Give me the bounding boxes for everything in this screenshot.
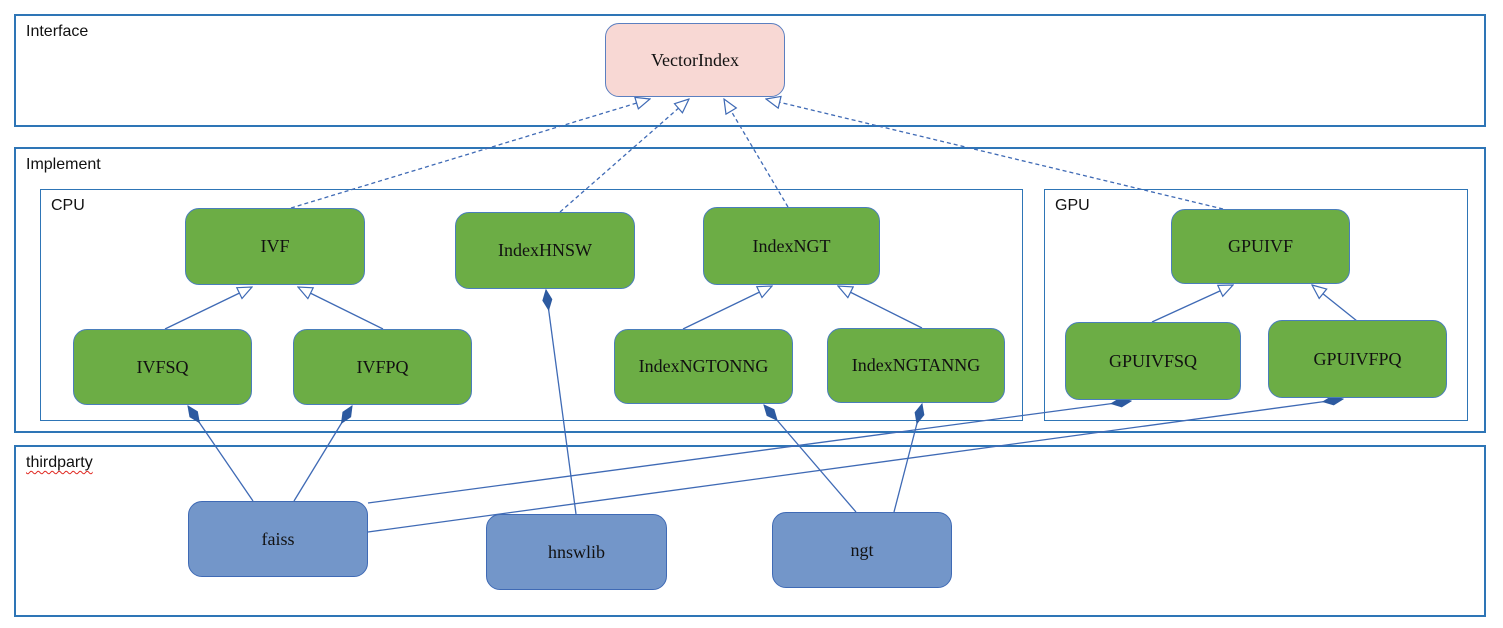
node-indexngtonng: IndexNGTONNG [614,329,793,404]
node-hnswlib-label: hnswlib [547,541,605,562]
node-vectorindex-label: VectorIndex [651,49,739,70]
node-ivf: IVF [185,208,365,285]
node-indexngtanng-label: IndexNGTANNG [851,355,981,375]
node-indexngt-label: IndexNGT [752,235,831,256]
node-gpuivfpq-label: GPUIVFPQ [1313,348,1402,369]
section-thirdparty-label: thirdparty [26,454,93,471]
node-indexhnsw: IndexHNSW [455,212,635,289]
node-indexngtonng-label: IndexNGTONNG [638,356,769,376]
section-cpu-label: CPU [51,197,85,214]
node-ngt-label: ngt [850,539,874,560]
node-ivfpq-label: IVFPQ [356,356,409,377]
node-ivfpq: IVFPQ [293,329,472,405]
node-gpuivfpq: GPUIVFPQ [1268,320,1447,398]
node-vectorindex: VectorIndex [605,23,785,97]
node-hnswlib: hnswlib [486,514,667,590]
node-faiss: faiss [188,501,368,577]
node-ivf-label: IVF [260,236,290,256]
node-gpuivf-label: GPUIVF [1227,236,1293,256]
node-ivfsq: IVFSQ [73,329,252,405]
node-indexhnsw-label: IndexHNSW [498,240,592,260]
section-gpu-label: GPU [1055,197,1090,214]
section-interface-label: Interface [26,23,89,40]
node-indexngt: IndexNGT [703,207,880,285]
node-ivfsq-label: IVFSQ [136,356,189,377]
node-ngt: ngt [772,512,952,588]
node-gpuivf: GPUIVF [1171,209,1350,284]
node-faiss-label: faiss [261,528,295,549]
node-gpuivfsq: GPUIVFSQ [1065,322,1241,400]
section-implement-label: Implement [26,156,101,173]
node-indexngtanng: IndexNGTANNG [827,328,1005,403]
node-gpuivfsq-label: GPUIVFSQ [1108,350,1198,371]
